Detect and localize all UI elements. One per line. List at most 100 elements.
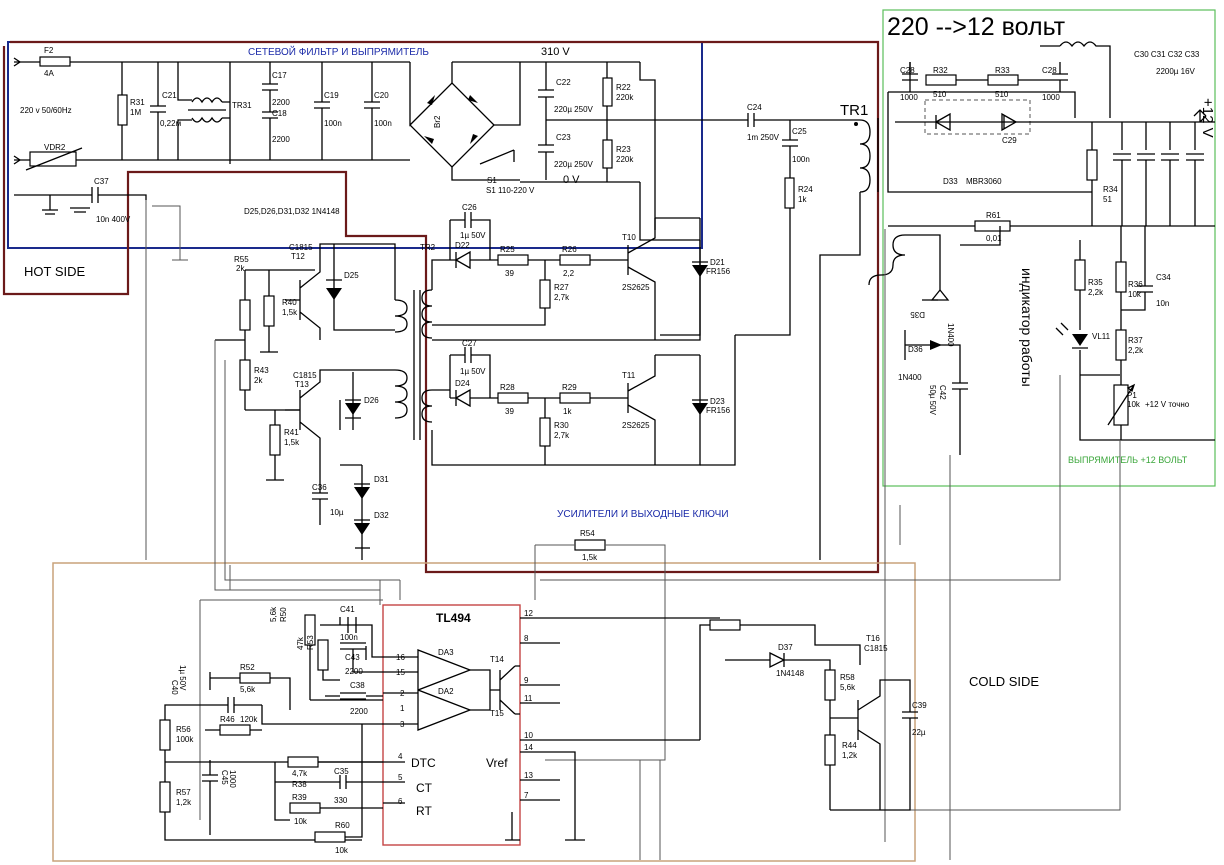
- lbl-C24: C24: [747, 103, 762, 112]
- lbl-C23: C23: [556, 133, 571, 142]
- lbl-R35v: 2,2k: [1088, 288, 1104, 297]
- lbl-C19: C19: [324, 91, 339, 100]
- lbl-R39v: 10k: [294, 817, 308, 826]
- hot-side-label: HOT SIDE: [24, 264, 85, 279]
- lbl-R29v: 1k: [563, 407, 572, 416]
- lbl-D33v: MBR3060: [966, 177, 1002, 186]
- lbl-R28: R28: [500, 383, 515, 392]
- lbl-R33: R33: [995, 66, 1010, 75]
- lbl-D35v: 1N400: [946, 323, 955, 347]
- output-stage: [660, 113, 879, 560]
- pin-14: 14: [524, 743, 533, 752]
- resistor-upper: [709, 619, 741, 631]
- lbl-C36: C36: [312, 483, 327, 492]
- resistor-R27: [539, 279, 551, 309]
- resistor-R31: [117, 94, 128, 126]
- pin-6: 6: [398, 797, 403, 806]
- lbl-R31: R31: [130, 98, 145, 107]
- pin-15: 15: [396, 668, 405, 677]
- lbl-T16t: C1815: [864, 644, 888, 653]
- lbl-C28av: 1000: [900, 93, 918, 102]
- resistor-R56: [159, 719, 171, 751]
- lbl-R52: R52: [240, 663, 255, 672]
- pin-4: 4: [398, 752, 403, 761]
- lbl-R25v: 39: [505, 269, 514, 278]
- lbl-D23: D23: [710, 397, 725, 406]
- switch-branches: [432, 212, 736, 466]
- lbl-R43: R43: [254, 366, 269, 375]
- lbl-R58v: 5,6k: [840, 683, 856, 692]
- lbl-T12: T12: [291, 252, 305, 261]
- lbl-C25: C25: [792, 127, 807, 136]
- lbl-R56: R56: [176, 725, 191, 734]
- tl494-chip: [382, 604, 545, 846]
- rect12-block-border: [882, 9, 1216, 487]
- lbl-T13t: C1815: [293, 371, 317, 380]
- lbl-S1: S1: [487, 176, 497, 185]
- lbl-C39v: 22µ: [912, 728, 926, 737]
- lbl-C26v: 1µ 50V: [460, 231, 486, 240]
- resistor-R46: [219, 724, 251, 736]
- lbl-C28b: C28: [1042, 66, 1057, 75]
- lbl-C40: C40: [170, 680, 179, 695]
- lbl-VDR2: VDR2: [44, 143, 66, 152]
- lbl-C43: C43: [345, 653, 360, 662]
- resistor-R25: [497, 254, 529, 266]
- mains-filter: [13, 56, 700, 560]
- lbl-D37: D37: [778, 643, 793, 652]
- resistor-R39: [289, 802, 321, 814]
- lbl-D37v: 1N4148: [776, 669, 805, 678]
- lbl-C27: C27: [462, 339, 477, 348]
- lbl-T11v: 2S2625: [622, 421, 650, 430]
- lbl-R57: R57: [176, 788, 191, 797]
- resistor-R29: [559, 392, 591, 404]
- lbl-D32: D32: [374, 511, 389, 520]
- lbl-R33v: 510: [995, 90, 1009, 99]
- resistor-R28: [497, 392, 529, 404]
- lbl-R53: R53: [306, 635, 315, 650]
- lbl-C25v: 100n: [792, 155, 810, 164]
- lbl-C23v: 220µ 250V: [554, 160, 594, 169]
- tl494-vref: Vref: [486, 756, 508, 770]
- lbl-R36: R36: [1128, 280, 1143, 289]
- lbl-C36v: 10µ: [330, 508, 344, 517]
- lbl-C19v: 100n: [324, 119, 342, 128]
- lbl-C21v: 0,22м: [160, 119, 181, 128]
- pin-13: 13: [524, 771, 533, 780]
- lbl-F2v: 4A: [44, 69, 54, 78]
- lbl-R38: R38: [292, 780, 307, 789]
- resistor-R44: [824, 734, 836, 766]
- resistor-R26: [559, 254, 591, 266]
- lbl-R44v: 1,2k: [842, 751, 858, 760]
- tl494-dtc: DTC: [411, 756, 436, 770]
- control-right: [534, 539, 918, 860]
- lbl-C45: C45: [220, 770, 229, 785]
- lbl-D36: D36: [908, 345, 923, 354]
- lbl-R50v: 5,6k: [269, 606, 278, 622]
- lbl-C30s: C30 C31 C32 C33: [1134, 50, 1200, 59]
- lbl-C20v: 100n: [374, 119, 392, 128]
- dashed-box-C29: [924, 99, 1031, 135]
- lbl-C20: C20: [374, 91, 389, 100]
- lbl-R36v: 10k: [1128, 290, 1142, 299]
- lbl-R29: R29: [562, 383, 577, 392]
- pin-9: 9: [524, 676, 529, 685]
- lbl-D31: D31: [374, 475, 389, 484]
- lbl-T10v: 2S2625: [622, 283, 650, 292]
- pin-11: 11: [524, 694, 533, 703]
- lbl-R61v: 0,01: [986, 234, 1002, 243]
- lbl-T11: T11: [622, 371, 636, 380]
- lbl-R41: R41: [284, 428, 299, 437]
- resistor-R35: [1074, 259, 1086, 291]
- resistor-R23: [602, 139, 613, 169]
- lbl-C18: C18: [272, 109, 287, 118]
- lbl-R22v: 220k: [616, 93, 634, 102]
- lbl-C28a: C28: [900, 66, 915, 75]
- lbl-D26: D26: [364, 396, 379, 405]
- tr1-label: TR1: [840, 102, 868, 119]
- lbl-C30v: 2200µ 16V: [1156, 67, 1196, 76]
- lbl-S1v: S1 110-220 V: [486, 186, 535, 195]
- lbl-R55: R55: [234, 255, 249, 264]
- lbl-R40: R40: [282, 298, 297, 307]
